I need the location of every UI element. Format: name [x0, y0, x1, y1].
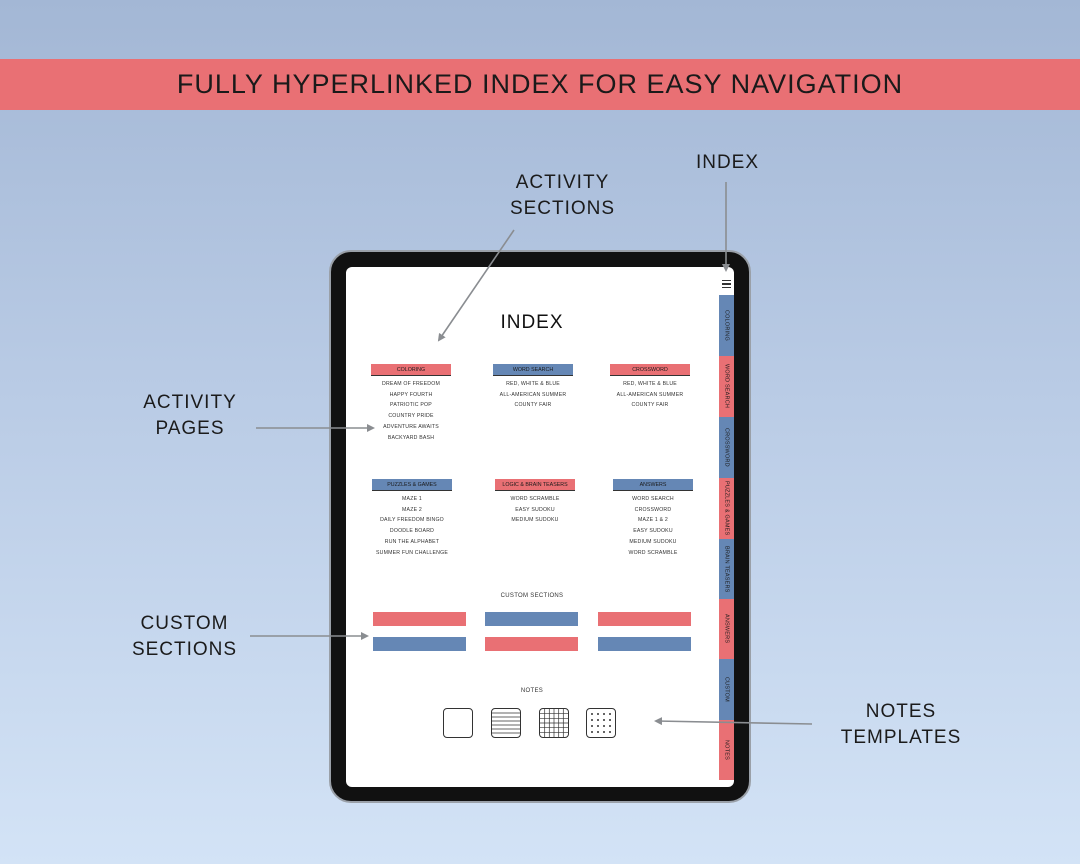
section-link[interactable]: MAZE 1 — [402, 496, 422, 502]
section-header-logic-brain-teasers[interactable]: LOGIC & BRAIN TEASERS — [495, 479, 575, 491]
side-tab-label: ANSWERS — [723, 614, 730, 644]
notes-title: NOTES — [520, 688, 544, 694]
side-tab-brain-teasers[interactable]: BRAIN TEASERS — [719, 539, 734, 599]
section-link[interactable]: CROSSWORD — [634, 506, 672, 513]
side-tab-label: CUSTOM — [723, 677, 730, 702]
section-header-label: CROSSWORD — [632, 366, 668, 373]
section-items: WORD SCRAMBLE EASY SUDOKU MEDIUM SUDOKU — [495, 494, 575, 526]
dotted-note-icon[interactable] — [586, 708, 616, 738]
tablet-screen: INDEX COLORING DREAM OF FREEDOM HAPPY FO… — [346, 267, 734, 787]
section-header-label: ANSWERS — [639, 481, 667, 488]
section-header-label: WORD SEARCH — [512, 366, 554, 373]
section-puzzles-games: PUZZLES & GAMES MAZE 1 MAZE 2 DAILY FREE… — [372, 479, 452, 558]
custom-section-bar[interactable] — [598, 637, 691, 651]
index-label: INDEX — [695, 152, 760, 173]
section-header-puzzles-games[interactable]: PUZZLES & GAMES — [372, 479, 452, 491]
section-link[interactable]: RUN THE ALPHABET — [384, 538, 440, 545]
lined-pattern — [492, 712, 520, 734]
side-tab-strip: COLORING WORD SEARCH CROSSWORD PUZZLES &… — [719, 295, 734, 780]
section-link[interactable]: MAZE 2 — [402, 506, 422, 513]
custom-sections-title: CUSTOM SECTIONS — [500, 593, 564, 599]
index-menu-icon[interactable] — [719, 277, 733, 291]
section-link[interactable]: WORD SCRAMBLE — [628, 549, 678, 556]
activity-pages-label: ACTIVITY PAGES — [143, 392, 237, 439]
section-link[interactable]: DAILY FREEDOM BINGO — [380, 517, 444, 524]
section-link[interactable]: WORD SCRAMBLE — [510, 496, 560, 502]
section-items: MAZE 1 MAZE 2 DAILY FREEDOM BINGO DOODLE… — [372, 494, 452, 558]
section-header-label: PUZZLES & GAMES — [387, 481, 437, 488]
section-word-search: WORD SEARCH RED, WHITE & BLUE ALL-AMERIC… — [493, 364, 573, 411]
section-link[interactable]: ADVENTURE AWAITS — [383, 423, 439, 430]
section-header-coloring[interactable]: COLORING — [371, 364, 451, 376]
side-tab-label: BRAIN TEASERS — [723, 545, 730, 593]
section-header-word-search[interactable]: WORD SEARCH — [493, 364, 573, 376]
section-link[interactable]: BACKYARD BASH — [387, 434, 435, 441]
section-link[interactable]: PATRIOTIC POP — [390, 402, 432, 409]
side-tab-word-search[interactable]: WORD SEARCH — [719, 356, 734, 417]
activity-sections-label: ACTIVITY SECTIONS — [509, 172, 616, 219]
side-tab-label: WORD SEARCH — [723, 364, 730, 409]
custom-section-bar[interactable] — [373, 612, 466, 626]
side-tab-crossword[interactable]: CROSSWORD — [719, 417, 734, 478]
section-header-label: LOGIC & BRAIN TEASERS — [502, 481, 568, 488]
dot-pattern — [591, 713, 611, 733]
side-tab-coloring[interactable]: COLORING — [719, 295, 734, 356]
section-link[interactable]: COUNTY FAIR — [631, 402, 669, 409]
section-header-crossword[interactable]: CROSSWORD — [610, 364, 690, 376]
section-link[interactable]: COUNTRY PRIDE — [388, 413, 434, 420]
section-link[interactable]: DOODLE BOARD — [389, 528, 435, 535]
section-link[interactable]: MEDIUM SUDOKU — [511, 517, 559, 524]
top-banner: FULLY HYPERLINKED INDEX FOR EASY NAVIGAT… — [0, 59, 1080, 110]
section-link[interactable]: RED, WHITE & BLUE — [623, 381, 677, 387]
side-tab-custom[interactable]: CUSTOM — [719, 659, 734, 720]
side-tab-notes[interactable]: NOTES — [719, 720, 734, 780]
section-link[interactable]: HAPPY FOURTH — [389, 391, 433, 398]
section-link[interactable]: ALL-AMERICAN SUMMER — [616, 391, 684, 398]
grid-note-icon[interactable] — [539, 708, 569, 738]
lined-note-icon[interactable] — [491, 708, 521, 738]
side-tab-puzzles-games[interactable]: PUZZLES & GAMES — [719, 478, 734, 539]
section-link[interactable]: MEDIUM SUDOKU — [629, 538, 677, 545]
blank-note-icon[interactable] — [443, 708, 473, 738]
section-link[interactable]: EASY SUDOKU — [515, 506, 555, 513]
section-link[interactable]: MAZE 1 & 2 — [638, 517, 668, 524]
section-items: DREAM OF FREEDOM HAPPY FOURTH PATRIOTIC … — [371, 379, 451, 443]
section-link[interactable]: ALL-AMERICAN SUMMER — [499, 391, 567, 398]
custom-sections-label: CUSTOM SECTIONS — [131, 613, 238, 660]
banner-text: FULLY HYPERLINKED INDEX FOR EASY NAVIGAT… — [176, 69, 904, 99]
custom-section-bar[interactable] — [485, 637, 578, 651]
custom-section-bar[interactable] — [373, 637, 466, 651]
side-tab-answers[interactable]: ANSWERS — [719, 599, 734, 659]
section-link[interactable]: COUNTY FAIR — [514, 402, 552, 409]
section-header-label: COLORING — [396, 366, 426, 373]
custom-section-bar[interactable] — [598, 612, 691, 626]
side-tab-label: CROSSWORD — [723, 428, 730, 467]
section-items: WORD SEARCH CROSSWORD MAZE 1 & 2 EASY SU… — [613, 494, 693, 558]
section-answers: ANSWERS WORD SEARCH CROSSWORD MAZE 1 & 2… — [613, 479, 693, 558]
section-logic-brain-teasers: LOGIC & BRAIN TEASERS WORD SCRAMBLE EASY… — [495, 479, 575, 526]
section-link[interactable]: SUMMER FUN CHALLENGE — [375, 549, 449, 556]
side-tab-label: PUZZLES & GAMES — [723, 481, 730, 536]
section-link[interactable]: EASY SUDOKU — [633, 528, 673, 535]
notes-templates-label: NOTES TEMPLATES — [840, 701, 962, 748]
section-link[interactable]: DREAM OF FREEDOM — [382, 381, 440, 387]
custom-section-bar[interactable] — [485, 612, 578, 626]
section-link[interactable]: RED, WHITE & BLUE — [506, 381, 560, 387]
grid-pattern — [540, 709, 568, 737]
section-link[interactable]: WORD SEARCH — [632, 496, 674, 502]
section-crossword: CROSSWORD RED, WHITE & BLUE ALL-AMERICAN… — [610, 364, 690, 411]
section-header-answers[interactable]: ANSWERS — [613, 479, 693, 491]
section-coloring: COLORING DREAM OF FREEDOM HAPPY FOURTH P… — [371, 364, 451, 443]
side-tab-label: NOTES — [723, 740, 730, 760]
section-items: RED, WHITE & BLUE ALL-AMERICAN SUMMER CO… — [493, 379, 573, 411]
index-title: INDEX — [500, 312, 564, 333]
side-tab-label: COLORING — [723, 310, 730, 341]
section-items: RED, WHITE & BLUE ALL-AMERICAN SUMMER CO… — [610, 379, 690, 411]
